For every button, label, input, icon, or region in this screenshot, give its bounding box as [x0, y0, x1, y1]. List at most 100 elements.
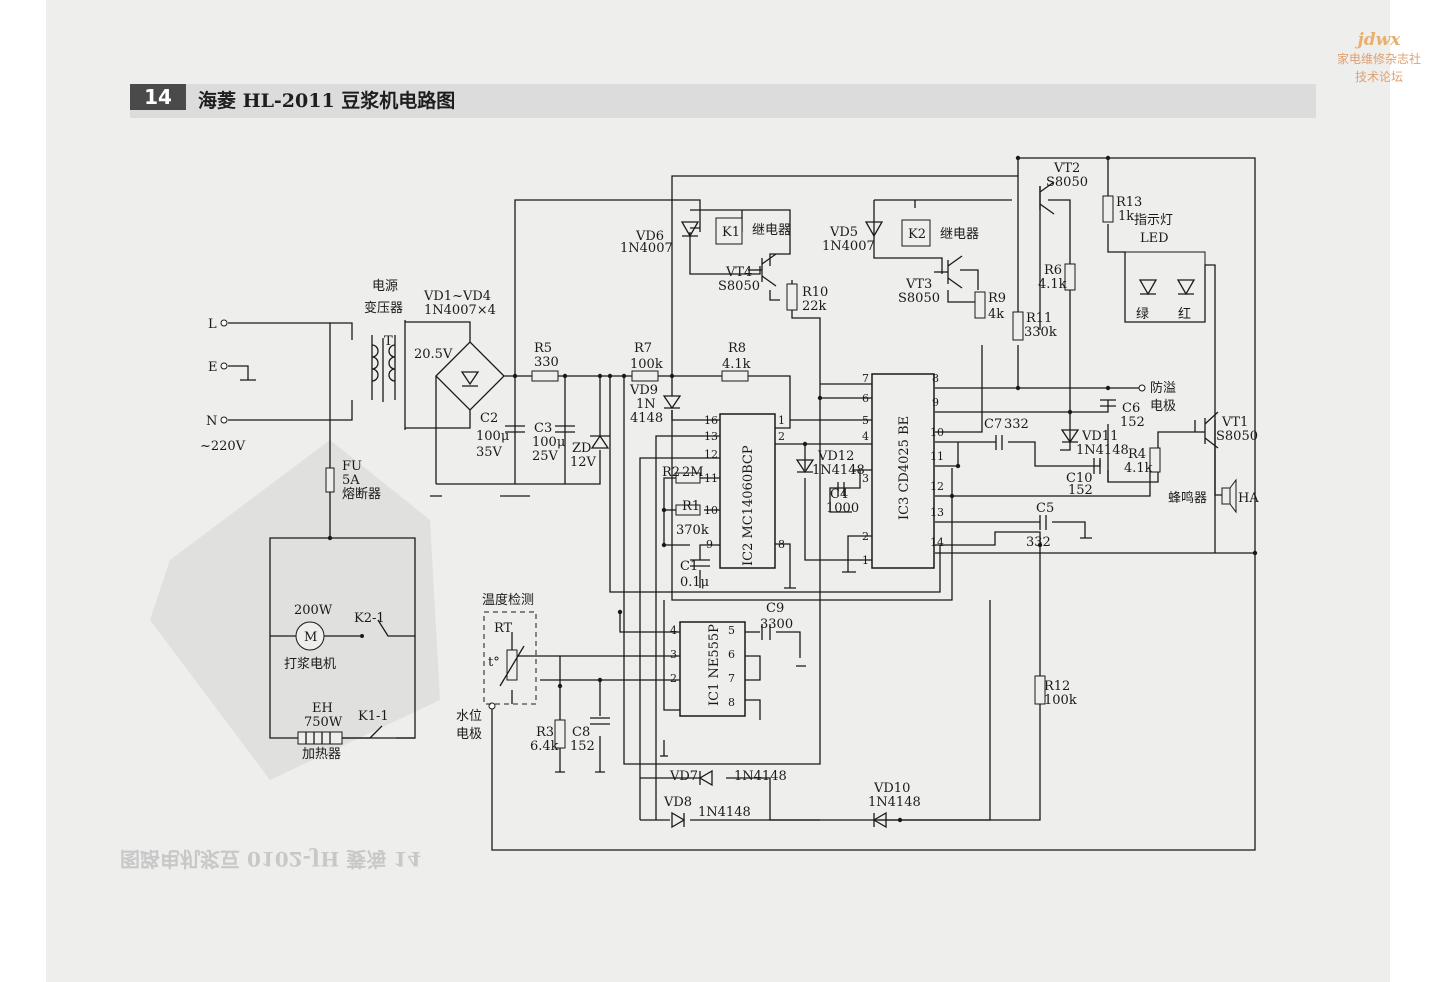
label-r4: R4 — [1128, 447, 1146, 462]
label-c5-value: 332 — [1026, 535, 1051, 550]
label-r6: R6 — [1044, 263, 1062, 278]
label-r9-value: 4k — [988, 307, 1004, 322]
ic3-pin: 7 — [862, 372, 869, 385]
label-r10-value: 22k — [802, 299, 827, 314]
ic1-pin: 3 — [670, 648, 677, 661]
ic2-pin: 9 — [706, 538, 713, 551]
label-vd11-part: 1N4148 — [1076, 443, 1129, 458]
ic3-pin: 9 — [932, 396, 939, 409]
label-vd5-part: 1N4007 — [822, 239, 875, 254]
label-r12: R12 — [1044, 679, 1070, 694]
resistor-r2 — [675, 472, 701, 484]
ic1-pin: 5 — [728, 624, 735, 637]
label-c4: C4 — [830, 487, 848, 502]
ic3-chip — [871, 373, 935, 569]
label-tdeg: t° — [488, 655, 500, 670]
led-red-symbol — [1176, 279, 1196, 296]
label-r3: R3 — [536, 725, 554, 740]
logo-line-2: 技术论坛 — [1354, 70, 1403, 84]
label-vd12: VD12 — [817, 449, 854, 464]
label-zd: ZD — [572, 441, 591, 456]
label-vd7-part: 1N4148 — [734, 769, 787, 784]
capacitor-c8 — [590, 717, 610, 725]
ic2-pin: 1 — [778, 414, 785, 427]
watermark-logo: jdwx 家电维修杂志社 技术论坛 — [1326, 30, 1432, 86]
label-led: LED — [1140, 231, 1169, 246]
ic3-pin: 3 — [862, 472, 869, 485]
label-r12-value: 100k — [1044, 693, 1077, 708]
diode-vd8 — [671, 811, 686, 829]
zener-zd — [590, 434, 610, 449]
label-water: 水位 — [456, 709, 482, 724]
ic2-pin: 16 — [704, 414, 718, 427]
resistor-r11 — [1012, 311, 1024, 341]
label-rt: RT — [494, 621, 513, 636]
ic1-label: IC1 NE555P — [707, 624, 722, 706]
ic2-chip — [719, 413, 776, 569]
label-vt4: VT4 — [725, 265, 752, 280]
label-vt3: VT3 — [905, 277, 932, 292]
label-r1: R1 — [682, 499, 700, 514]
terminal-N — [220, 416, 228, 424]
label-c8-value: 152 — [570, 739, 595, 754]
label-r8: R8 — [728, 341, 746, 356]
label-r11: R11 — [1026, 311, 1052, 326]
ic2-pin: 13 — [704, 430, 718, 443]
transformer-primary — [371, 344, 379, 382]
resistor-r6 — [1064, 263, 1076, 291]
label-water2: 电极 — [456, 727, 482, 742]
transistor-vt3 — [934, 255, 963, 289]
label-buzzer: 蜂鸣器 — [1168, 490, 1207, 506]
ic1-pin: 4 — [670, 624, 677, 637]
junction-dots — [327, 155, 1258, 823]
capacitor-c4 — [837, 482, 845, 496]
label-vt1-part: S8050 — [1216, 429, 1258, 444]
label-c7-value: 332 — [1004, 417, 1029, 432]
label-c10: C10 — [1066, 471, 1093, 486]
diode-vd10 — [872, 811, 887, 829]
ic3-pin: 13 — [930, 506, 944, 519]
label-vt2-part: S8050 — [1046, 175, 1088, 190]
ic3-pin: 14 — [930, 536, 944, 549]
resistor-r5 — [531, 370, 559, 382]
label-r10: R10 — [802, 285, 828, 300]
ic1-pin: 2 — [670, 672, 677, 685]
label-k11: K1-1 — [358, 709, 389, 724]
transistor-vt1 — [1195, 411, 1219, 449]
resistor-r10 — [786, 283, 798, 311]
label-c5: C5 — [1036, 501, 1054, 516]
ic2-pin: 11 — [704, 472, 718, 485]
label-c9-value: 3300 — [760, 617, 793, 632]
label-vt2: VT2 — [1053, 161, 1080, 176]
label-c1-value: 0.1μ — [680, 575, 709, 590]
label-r9: R9 — [988, 291, 1006, 306]
diode-vd12 — [795, 459, 815, 474]
label-r6-value: 4.1k — [1038, 277, 1067, 292]
label-c4-value: 1000 — [826, 501, 859, 516]
label-c10-value: 152 — [1068, 483, 1093, 498]
label-vt1: VT1 — [1221, 415, 1248, 430]
label-electrode: 电极 — [1150, 399, 1176, 414]
label-r13: R13 — [1116, 195, 1142, 210]
transformer-secondary — [388, 344, 396, 382]
label-vd7: VD7 — [669, 769, 698, 784]
resistor-r3 — [554, 719, 566, 749]
label-vd6: VD6 — [635, 229, 664, 244]
resistor-r7 — [631, 370, 659, 382]
label-vt4-part: S8050 — [718, 279, 760, 294]
label-vd6-part: 1N4007 — [620, 241, 673, 256]
label-motor-w: 200W — [294, 603, 333, 618]
label-r2-value: 2M — [682, 465, 704, 480]
label-r5: R5 — [534, 341, 552, 356]
label-r2: R2 — [662, 465, 680, 480]
ic3-pin: 4 — [862, 430, 869, 443]
transistor-vt4 — [748, 253, 777, 287]
label-led-name: 指示灯 — [1134, 213, 1173, 228]
ic3-pin: 1 — [862, 554, 869, 567]
label-transformer-name2: 变压器 — [364, 300, 403, 316]
capacitor-c2 — [505, 425, 525, 433]
ic3-label: IC3 CD4025 BE — [897, 416, 912, 520]
label-overflow: 防溢 — [1150, 380, 1176, 396]
resistor-r8 — [721, 370, 749, 382]
capacitor-c10 — [1093, 458, 1101, 474]
